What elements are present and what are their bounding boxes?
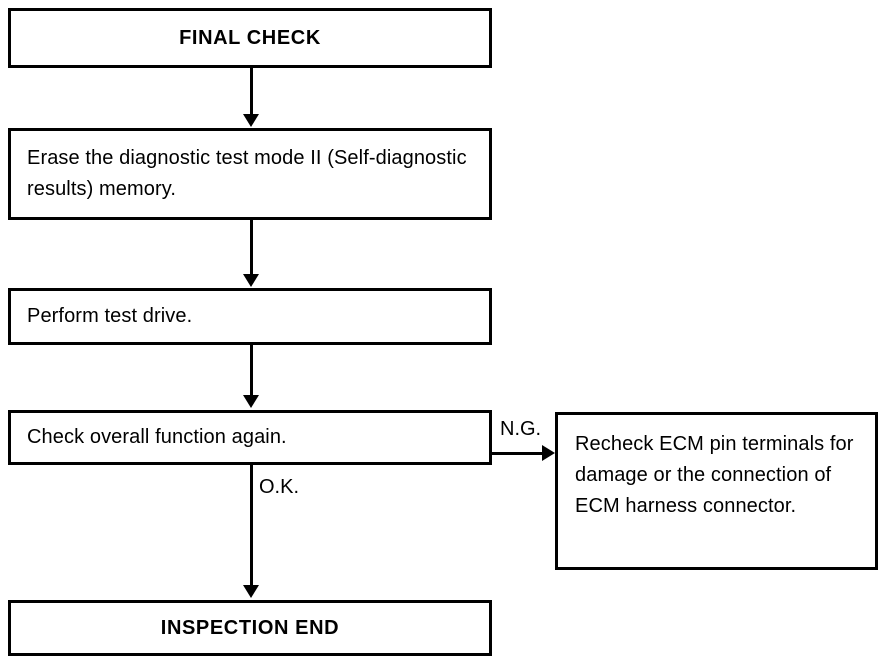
node-test-drive-label: Perform test drive. — [27, 305, 193, 327]
connector-check-function-to-inspection-end — [250, 465, 253, 587]
arrow-down-icon — [243, 395, 259, 408]
node-recheck-ecm-label: Recheck ECM pin terminals for damage or … — [575, 433, 854, 517]
connector-erase-memory-to-test-drive — [250, 220, 253, 276]
node-erase-memory: Erase the diagnostic test mode II (Self-… — [8, 128, 492, 220]
edge-label-ok: O.K. — [259, 476, 300, 498]
arrow-right-icon — [542, 445, 555, 461]
node-inspection-end: INSPECTION END — [8, 600, 492, 656]
connector-final-check-to-erase-memory — [250, 68, 253, 116]
node-recheck-ecm: Recheck ECM pin terminals for damage or … — [555, 412, 878, 570]
node-final-check-label: FINAL CHECK — [179, 26, 321, 49]
connector-check-function-to-recheck-ecm — [492, 452, 550, 455]
node-inspection-end-label: INSPECTION END — [160, 616, 340, 639]
node-final-check: FINAL CHECK — [8, 8, 492, 68]
arrow-down-icon — [243, 274, 259, 287]
arrow-down-icon — [243, 114, 259, 127]
node-check-function-label: Check overall function again. — [27, 426, 287, 448]
connector-test-drive-to-check-function — [250, 345, 253, 397]
node-test-drive: Perform test drive. — [8, 288, 492, 345]
node-check-function: Check overall function again. — [8, 410, 492, 465]
node-erase-memory-label: Erase the diagnostic test mode II (Self-… — [27, 147, 467, 200]
arrow-down-icon — [243, 585, 259, 598]
edge-label-ng: N.G. — [500, 418, 542, 440]
